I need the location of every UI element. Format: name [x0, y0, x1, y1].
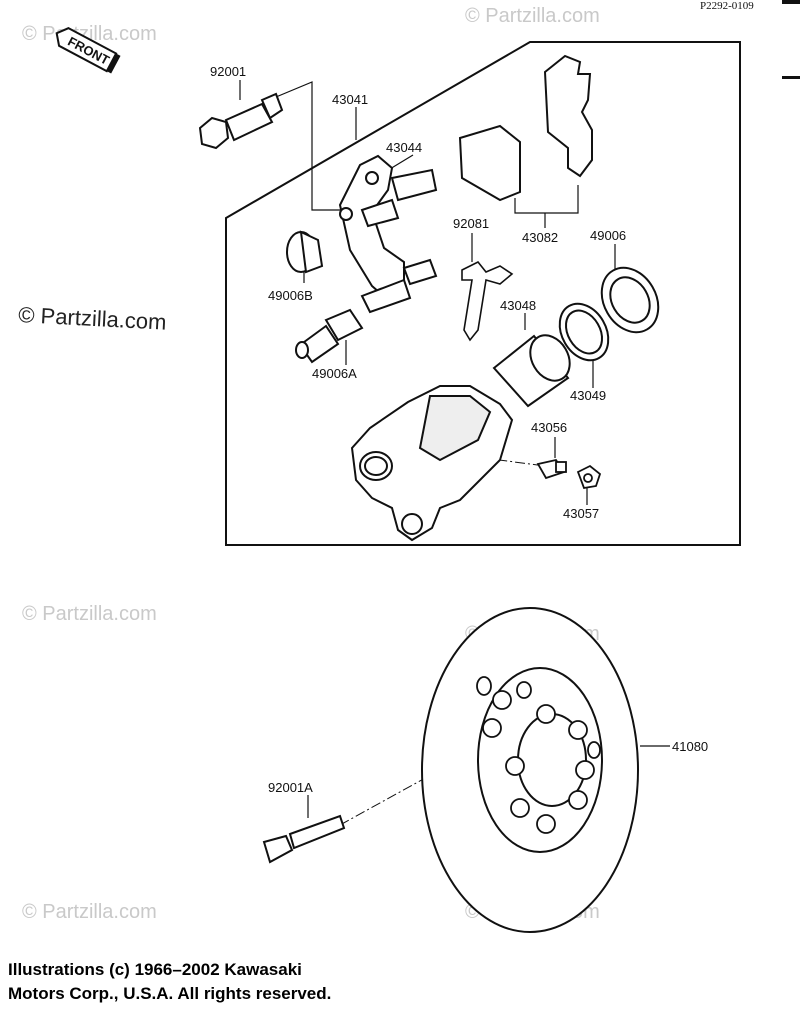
watermark-main: © Partzilla.com	[18, 302, 167, 335]
brake-disc-41080-icon	[421, 607, 639, 933]
caliper-group-outline	[225, 41, 741, 546]
copyright-notice: Illustrations (c) 1966–2002 Kawasaki Mot…	[8, 958, 331, 1006]
bolt-92001-icon	[198, 92, 284, 150]
copyright-line-2: Motors Corp., U.S.A. All rights reserved…	[8, 984, 332, 1003]
part-label-43082: 43082	[522, 230, 558, 245]
part-label-43057: 43057	[563, 506, 599, 521]
cap-43057-icon	[576, 464, 602, 490]
svg-text:© Partzilla.com: © Partzilla.com	[22, 603, 157, 625]
seal-43049-icon	[558, 302, 610, 362]
copyright-line-1: Illustrations (c) 1966–2002 Kawasaki	[8, 960, 302, 979]
part-label-43049: 43049	[570, 388, 606, 403]
part-label-43044: 43044	[386, 140, 422, 155]
caliper-body-icon	[350, 385, 514, 542]
part-label-43041: 43041	[332, 92, 368, 107]
spring-clip-92081-icon	[461, 260, 514, 342]
bracket-43044-icon	[338, 154, 438, 314]
part-labels: 92001 43041 43044 49006B 49006A 92081 43…	[210, 64, 708, 795]
svg-text:© Partzilla.com: © Partzilla.com	[465, 5, 600, 27]
svg-text:© Partzilla.com: © Partzilla.com	[22, 901, 157, 923]
part-label-49006b: 49006B	[268, 288, 313, 303]
bleeder-valve-43056-icon	[536, 458, 567, 480]
edge-mark	[782, 0, 800, 4]
part-label-92001: 92001	[210, 64, 246, 79]
bolt-92001a-icon	[262, 814, 346, 864]
part-label-49006: 49006	[590, 228, 626, 243]
brake-pad-43082-icon	[458, 54, 593, 202]
sleeve-49006a-icon	[295, 308, 364, 364]
part-label-49006a: 49006A	[312, 366, 357, 381]
dust-boot-49006-icon	[600, 266, 660, 334]
boot-49006b-icon	[286, 230, 324, 274]
edge-mark	[782, 76, 800, 79]
svg-text:© Partzilla.com: © Partzilla.com	[22, 23, 157, 45]
part-label-43048: 43048	[500, 298, 536, 313]
part-label-92081: 92081	[453, 216, 489, 231]
part-label-92001a: 92001A	[268, 780, 313, 795]
part-label-41080: 41080	[672, 739, 708, 754]
part-label-43056: 43056	[531, 420, 567, 435]
reference-code: P2292-0109	[700, 0, 754, 12]
piston-43048-icon	[492, 334, 571, 408]
